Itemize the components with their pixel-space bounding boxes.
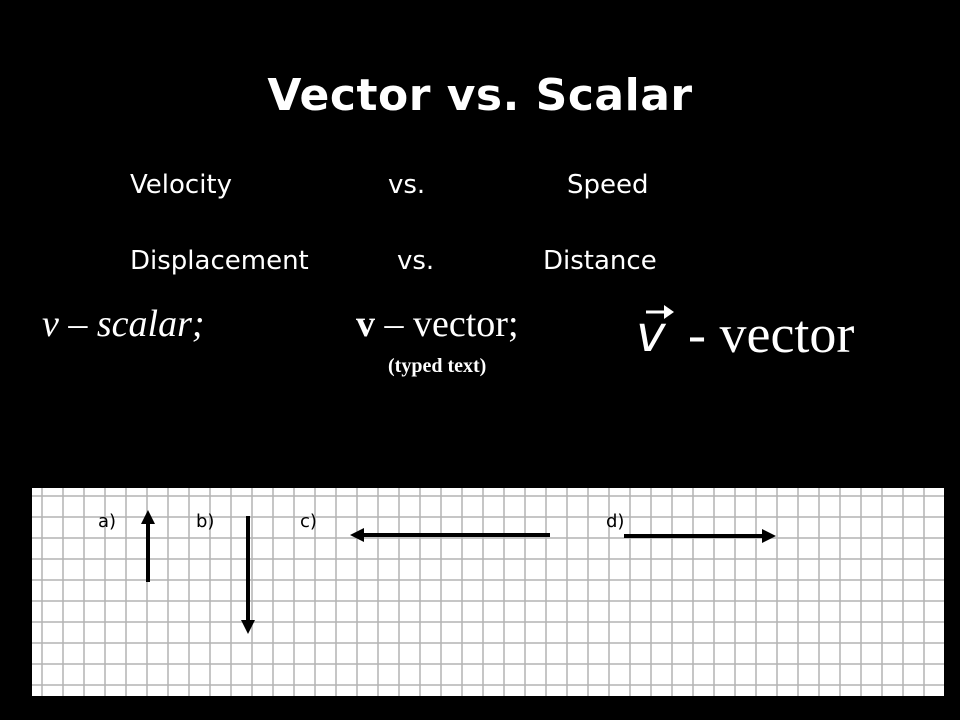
row-distance-label: Distance <box>543 246 657 276</box>
arrow-d-right <box>624 529 776 543</box>
label-b: b) <box>196 511 215 532</box>
arrows-layer <box>141 510 776 634</box>
arrow-c-left <box>350 528 550 542</box>
row-speed-label: Speed <box>567 170 649 200</box>
row-displacement-label: Displacement <box>130 246 309 276</box>
row-displacement-vs: vs. <box>397 246 435 276</box>
bold-v-letter: v <box>356 303 375 345</box>
arrow-a-up <box>141 510 155 582</box>
vector-bold-notation: v – vector; <box>356 302 519 346</box>
slide-title: Vector vs. Scalar <box>267 70 693 121</box>
arrow-v-rest: - vector <box>688 304 855 364</box>
row-velocity-label: Velocity <box>130 170 232 200</box>
typed-text-note: (typed text) <box>388 355 487 377</box>
row-velocity-vs: vs. <box>388 170 426 200</box>
bold-v-rest: – vector; <box>375 303 519 345</box>
vector-arrow-icon <box>646 305 674 319</box>
arrow-vector-notation: v - vector <box>636 300 896 380</box>
label-c: c) <box>300 511 317 532</box>
grid-panel: a) b) c) d) <box>32 488 944 696</box>
arrow-v-letter: v <box>636 305 666 363</box>
grid-lines <box>32 488 944 696</box>
scalar-notation: v – scalar; <box>42 303 205 345</box>
label-d: d) <box>606 511 625 532</box>
arrow-b-down <box>241 516 255 634</box>
label-a: a) <box>98 511 117 532</box>
